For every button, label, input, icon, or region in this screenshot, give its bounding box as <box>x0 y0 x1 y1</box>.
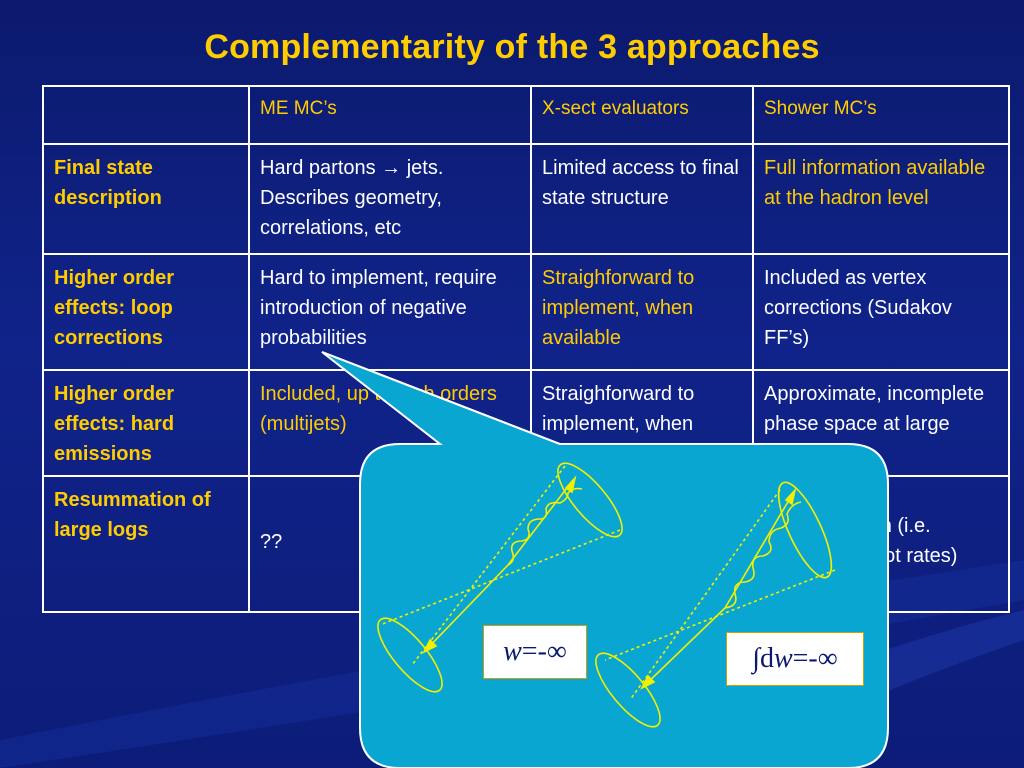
label-w-var: w <box>503 636 522 667</box>
integral-value: =-∞ <box>792 643 838 674</box>
table-cell: Limited access to final state structure <box>530 143 754 255</box>
jet-diagram-left <box>377 462 623 693</box>
table-row: Final state description Hard partons → j… <box>42 143 1010 255</box>
label-integral-dw-minus-infinity: ∫dw=-∞ <box>726 632 864 686</box>
label-w-minus-infinity: w=-∞ <box>483 625 587 679</box>
table-row: Higher order effects: loop corrections H… <box>42 253 1010 371</box>
row-label: Resummation of large logs <box>42 475 250 613</box>
row-label: Final state description <box>42 143 250 255</box>
row-label: Higher order effects: loop corrections <box>42 253 250 371</box>
jet-diagram-right <box>595 481 836 728</box>
page-title: Complementarity of the 3 approaches <box>204 28 820 66</box>
table-cell: Hard partons → jets. Describes geometry,… <box>248 143 532 255</box>
table-cell: Full information available at the hadron… <box>752 143 1010 255</box>
cell-text: ?? <box>260 531 283 553</box>
table-cell: Included as vertex corrections (Sudakov … <box>752 253 1010 371</box>
table-cell: Straighforward to implement, when availa… <box>530 253 754 371</box>
row-label: Higher order effects: hard emissions <box>42 369 250 477</box>
table-header-row: ME MC’s X-sect evaluators Shower MC’s <box>42 85 1010 145</box>
integral-dw: ∫d <box>752 643 774 674</box>
integral-var: w <box>773 643 793 674</box>
header-cell-me-mc: ME MC’s <box>248 85 532 145</box>
table-cell: Hard to implement, require introduction … <box>248 253 532 371</box>
header-cell-shower-mc: Shower MC’s <box>752 85 1010 145</box>
header-cell-empty <box>42 85 250 145</box>
label-w-value: =-∞ <box>521 636 567 667</box>
header-cell-xsect: X-sect evaluators <box>530 85 754 145</box>
